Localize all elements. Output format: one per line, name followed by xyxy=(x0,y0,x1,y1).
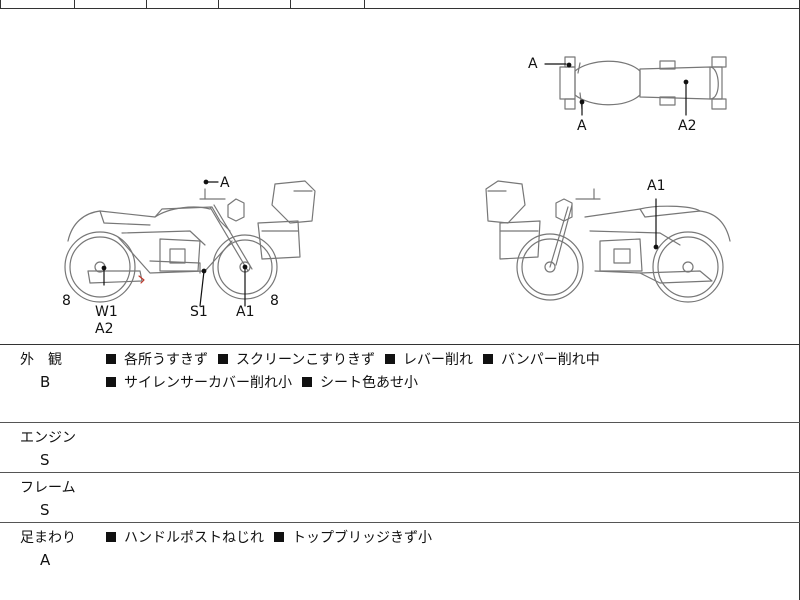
label-top-a2: A2 xyxy=(678,118,697,134)
row-name: フレーム xyxy=(20,480,76,496)
row-notes: 各所うすきずスクリーンこすりきずレバー削れバンパー削れ中サイレンサーカバー削れ小… xyxy=(106,349,796,395)
square-bullet-icon xyxy=(218,354,228,364)
row-name: エンジン xyxy=(20,430,76,446)
row-grade: B xyxy=(40,373,51,391)
note-item: サイレンサーカバー削れ小 xyxy=(106,372,292,395)
label-left-8-rear: 8 xyxy=(62,293,71,309)
header-cell xyxy=(0,0,75,8)
header-cell xyxy=(364,0,800,8)
row-grade: S xyxy=(40,501,50,519)
label-top-a-bottom: A xyxy=(577,118,587,134)
header-table-strip xyxy=(0,0,800,9)
note-item: ハンドルポストねじれ xyxy=(106,527,264,550)
square-bullet-icon xyxy=(385,354,396,364)
motorcycle-left-view xyxy=(64,179,316,307)
row-name: 外 観 xyxy=(20,352,62,368)
square-bullet-icon xyxy=(274,532,284,542)
note-item: シート色あせ小 xyxy=(302,372,418,395)
square-bullet-icon xyxy=(302,377,312,387)
square-bullet-icon xyxy=(106,532,116,542)
label-left-a: A xyxy=(220,175,230,191)
row-grade: S xyxy=(40,451,50,469)
row-exterior: 外 観 B 各所うすきずスクリーンこすりきずレバー削れバンパー削れ中サイレンサー… xyxy=(0,345,800,423)
label-top-a-left: A xyxy=(528,56,538,72)
note-item: 各所うすきず xyxy=(106,349,208,372)
motorcycle-right-view xyxy=(485,180,731,303)
row-grade: A xyxy=(40,551,51,569)
label-left-a2: A2 xyxy=(95,321,114,337)
note-item: トップブリッジきず小 xyxy=(274,527,432,550)
square-bullet-icon xyxy=(106,377,116,387)
label-left-w1: W1 xyxy=(95,304,118,320)
motorcycle-top-view xyxy=(544,56,727,116)
square-bullet-icon xyxy=(483,354,494,364)
square-bullet-icon xyxy=(106,354,116,364)
motorcycle-diagram-svg xyxy=(64,56,731,307)
header-cell xyxy=(74,0,147,8)
note-item: レバー削れ xyxy=(385,349,473,372)
row-frame: フレーム S xyxy=(0,473,800,523)
row-engine: エンジン S xyxy=(0,423,800,473)
note-item: バンパー削れ中 xyxy=(483,349,600,372)
header-cell xyxy=(290,0,365,8)
row-name: 足まわり xyxy=(20,530,76,546)
header-cell xyxy=(146,0,219,8)
header-cell xyxy=(218,0,291,8)
row-suspension: 足まわり A ハンドルポストねじれトップブリッジきず小 xyxy=(0,523,800,600)
label-left-s1: S1 xyxy=(190,304,208,320)
label-left-8-front: 8 xyxy=(270,293,279,309)
label-right-a1: A1 xyxy=(647,178,666,194)
row-notes: ハンドルポストねじれトップブリッジきず小 xyxy=(106,527,796,550)
note-item: スクリーンこすりきず xyxy=(218,349,375,372)
damage-diagram: A A A2 A 8 W1 A2 S1 A1 8 A1 xyxy=(0,9,800,345)
label-left-a1: A1 xyxy=(236,304,255,320)
